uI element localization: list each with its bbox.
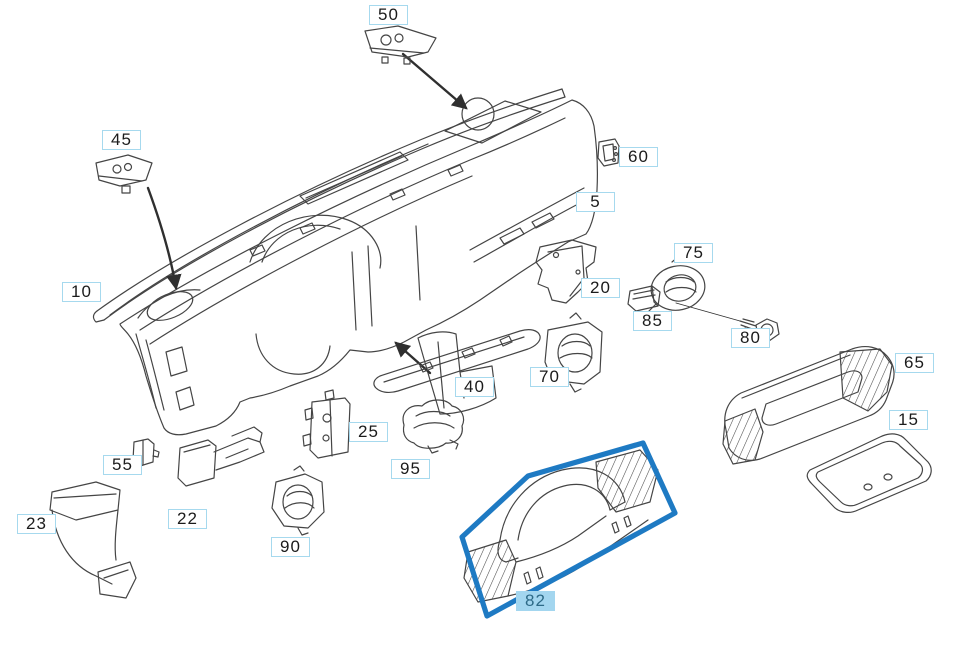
part-50-drawing[interactable] [364,25,437,65]
callout-40[interactable]: 40 [455,377,494,397]
callout-22[interactable]: 22 [168,509,207,529]
callout-25[interactable]: 25 [349,422,388,442]
callout-55[interactable]: 55 [103,455,142,475]
part-23-drawing[interactable] [49,481,137,599]
part-95-drawing[interactable] [402,399,465,454]
line-75-80 [675,302,741,322]
callout-45[interactable]: 45 [102,130,141,150]
part-90-drawing[interactable] [271,465,325,536]
part-60-drawing[interactable] [597,138,620,167]
callout-50[interactable]: 50 [369,5,408,25]
part-15-drawing[interactable] [806,433,932,513]
callout-82-selected[interactable]: 82 [516,591,555,611]
leader-arrows [146,52,741,375]
callout-15[interactable]: 15 [889,410,928,430]
arrow-40 [394,341,432,375]
part-82-drawing[interactable] [463,449,659,603]
part-65-drawing[interactable] [722,346,895,465]
part-85-drawing[interactable] [627,285,661,312]
part-70-drawing[interactable] [544,312,603,393]
callout-80[interactable]: 80 [731,328,770,348]
callout-85[interactable]: 85 [633,311,672,331]
part-25-drawing[interactable] [302,389,351,459]
callout-75[interactable]: 75 [674,243,713,263]
part-40-drawing[interactable] [373,329,541,394]
callout-20[interactable]: 20 [581,278,620,298]
callout-23[interactable]: 23 [17,514,56,534]
callout-5[interactable]: 5 [576,192,615,212]
part-22-drawing[interactable] [177,426,265,487]
callout-90[interactable]: 90 [271,537,310,557]
arrow-45 [146,186,182,291]
callout-65[interactable]: 65 [895,353,934,373]
callout-70[interactable]: 70 [530,367,569,387]
selection-highlight-outline [459,440,678,619]
part-20-drawing[interactable] [535,239,597,304]
callout-10[interactable]: 10 [62,282,101,302]
part-75-drawing[interactable] [647,256,709,318]
part-45-drawing[interactable] [95,154,153,194]
arrow-50 [401,52,468,110]
callout-60[interactable]: 60 [619,147,658,167]
dashboard-body[interactable] [92,88,598,436]
callout-95[interactable]: 95 [391,459,430,479]
